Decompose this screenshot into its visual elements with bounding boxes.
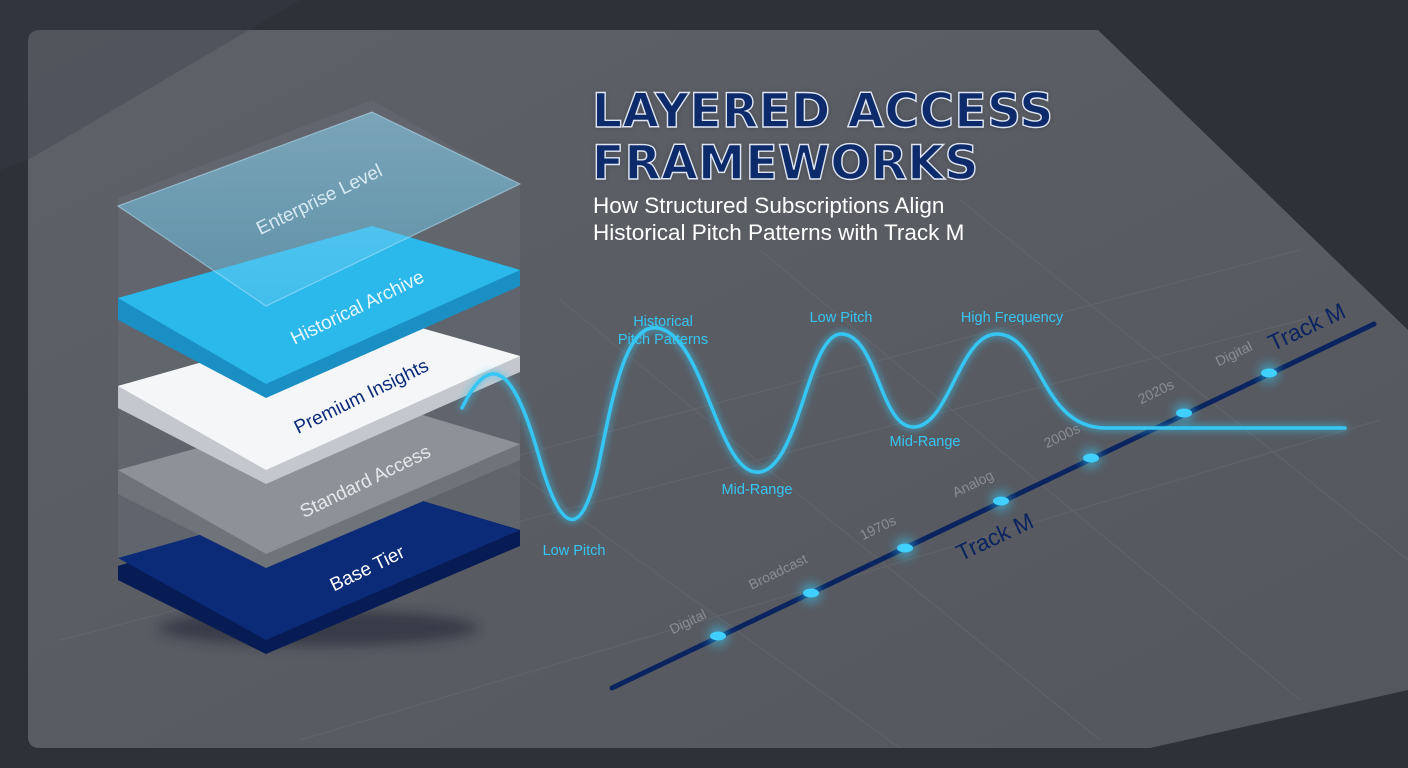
tier-stack: Base Tier Standard Access Premium Insigh…	[116, 100, 522, 654]
standard-tier-card	[118, 400, 520, 554]
base-tier-card	[118, 486, 520, 640]
subtitle-line: How Structured Subscriptions Align	[593, 193, 945, 218]
pitch-wave	[460, 326, 1347, 521]
enterprise-tier-outline	[116, 111, 522, 307]
timeline-node	[991, 491, 1011, 511]
timeline-node	[1174, 403, 1194, 423]
enterprise-tier-card	[118, 112, 520, 306]
wave-label: High Frequency	[961, 310, 1064, 326]
timeline-node	[708, 626, 728, 646]
wave-label: Pitch Patterns	[618, 332, 708, 348]
wave-label: Mid-Range	[890, 434, 961, 450]
timeline-node	[801, 583, 821, 603]
wave-label: Low Pitch	[543, 543, 606, 559]
page-title: LAYERED ACCESS FRAMEWORKS	[591, 84, 1054, 191]
timeline-node	[1259, 363, 1279, 383]
page-subtitle: How Structured Subscriptions Align Histo…	[593, 192, 964, 246]
panel-corner-shade	[0, 0, 300, 170]
premium-tier-card	[118, 314, 520, 470]
timeline-node	[1081, 448, 1101, 468]
title-line: FRAMEWORKS	[591, 136, 979, 191]
wave-label: Mid-Range	[722, 482, 793, 498]
archive-tier-card	[118, 226, 520, 384]
timeline-node	[895, 538, 915, 558]
wave-label: Low Pitch	[810, 310, 873, 326]
title-line: LAYERED ACCESS	[591, 84, 1054, 139]
subtitle-line: Historical Pitch Patterns with Track M	[593, 220, 965, 245]
wave-label: Historical	[633, 314, 693, 330]
